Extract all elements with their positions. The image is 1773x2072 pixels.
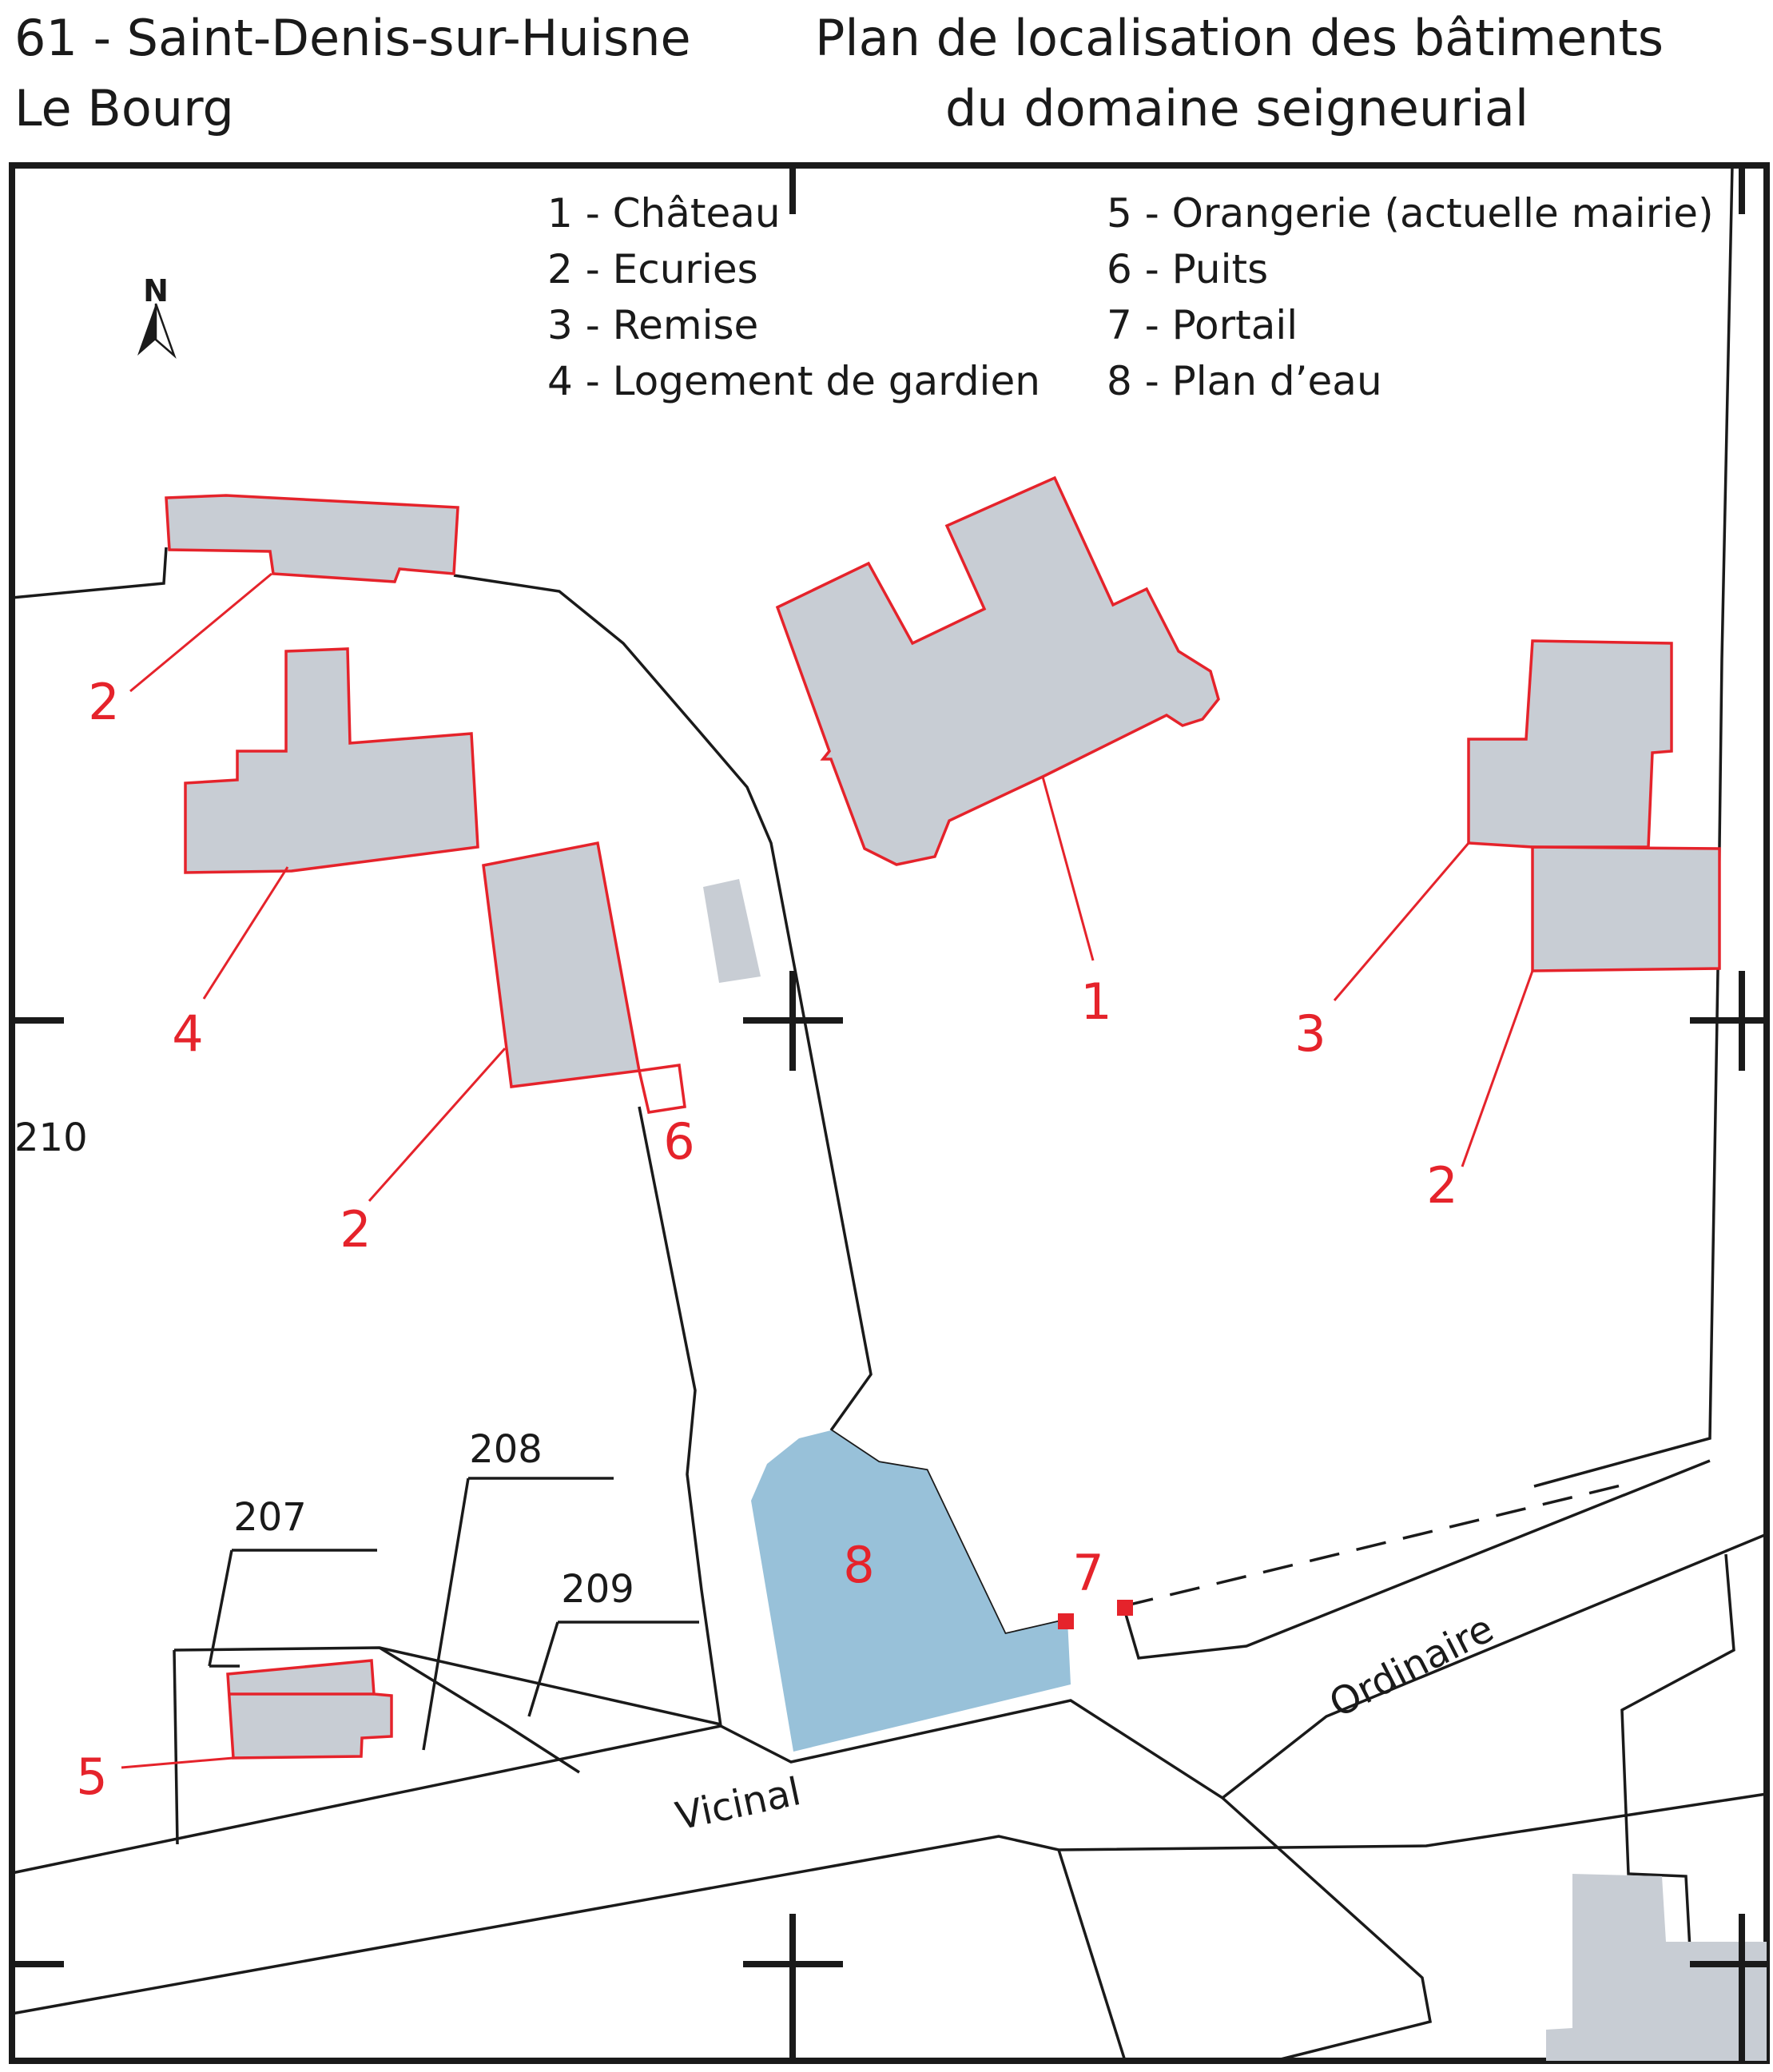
legend-item-portail: 7 - Portail [1107, 302, 1298, 348]
building-remise [1467, 639, 1673, 849]
north-label: N [143, 273, 169, 308]
building-ecuries-nw [165, 494, 459, 583]
leader-ecuries-e [1461, 970, 1534, 1167]
commune-title: 61 - Saint-Denis-sur-Huisne [14, 9, 691, 67]
road-vicinal: Vicinal [672, 1769, 805, 1839]
map-frame [9, 162, 1770, 2064]
parcel-line [1533, 165, 1734, 1488]
parcel-leader [527, 1621, 699, 1717]
plan-eau [751, 1430, 1071, 1752]
parcel-line [11, 547, 168, 599]
parcel-line [1122, 1459, 1711, 1660]
legend-item-plan-eau: 8 - Plan d’eau [1107, 358, 1382, 404]
legend-item-chateau: 1 - Château [547, 190, 781, 237]
annex-building [703, 879, 761, 983]
building-logement-gardien [184, 647, 479, 874]
leader-chateau [1041, 776, 1095, 961]
leader-orangerie [121, 1756, 234, 1769]
plan-title-line1: Plan de localisation des bâtiments [815, 9, 1664, 67]
parcel-208: 208 [469, 1427, 543, 1472]
label-orangerie: 5 [76, 1748, 107, 1806]
parcel-line [11, 1533, 1767, 1875]
north-arrow-icon: N [137, 273, 177, 360]
portail-pillar-left [1058, 1613, 1074, 1629]
leader-remise [1333, 842, 1470, 1001]
parcel-line [453, 574, 873, 1432]
parcel-leader [422, 1477, 614, 1751]
building-ecuries-w [482, 841, 642, 1088]
label-plan-eau: 8 [843, 1536, 874, 1594]
legend-item-ecuries: 2 - Ecuries [547, 246, 758, 292]
dashed-boundary [1123, 1481, 1635, 1608]
label-puits: 6 [663, 1112, 694, 1171]
neighbour-building [1546, 1874, 1767, 2061]
legend: 1 - Château 2 - Ecuries 3 - Remise 4 - L… [547, 190, 1714, 404]
parcel-line [379, 1646, 580, 1774]
parcel-line [1221, 1796, 1433, 2062]
legend-item-puits: 6 - Puits [1107, 246, 1268, 292]
neighbour-building-annex [1688, 1942, 1767, 2010]
parcel-210: 210 [14, 1116, 88, 1160]
leader-ecuries-w [368, 1048, 507, 1202]
label-ecuries-w: 2 [340, 1200, 371, 1259]
parcel-209: 209 [561, 1567, 634, 1612]
parcel-line [638, 1106, 722, 1727]
building-puits [637, 1064, 686, 1114]
parcel-line [173, 1649, 179, 1845]
parcel-207: 207 [233, 1495, 307, 1540]
leader-ecuries-nw [129, 572, 272, 693]
cadastral-lines [11, 165, 1767, 2062]
grid-crosses [12, 165, 1767, 2061]
legend-item-remise: 3 - Remise [547, 302, 758, 348]
building-orangerie [226, 1659, 393, 1760]
label-remise: 3 [1294, 1004, 1326, 1063]
portail-pillar-right [1117, 1600, 1133, 1616]
building-chateau [775, 475, 1220, 866]
lieu-title: Le Bourg [14, 79, 234, 137]
label-chateau: 1 [1080, 972, 1111, 1031]
building-ecuries-e [1531, 845, 1721, 972]
legend-item-orangerie: 5 - Orangerie (actuelle mairie) [1107, 190, 1714, 237]
plan-title-line2: du domaine seigneurial [945, 79, 1529, 137]
leader-logement [202, 866, 289, 1000]
label-logement: 4 [172, 1004, 203, 1063]
parcel-line [1057, 1849, 1127, 2062]
label-ecuries-e: 2 [1426, 1156, 1457, 1215]
label-portail: 7 [1072, 1544, 1103, 1602]
road-ordinaire: Ordinaire [1322, 1606, 1501, 1727]
parcel-line [11, 1792, 1767, 2015]
legend-item-logement: 4 - Logement de gardien [547, 358, 1040, 404]
parcel-leader [208, 1549, 377, 1667]
label-ecuries-nw: 2 [88, 673, 119, 731]
